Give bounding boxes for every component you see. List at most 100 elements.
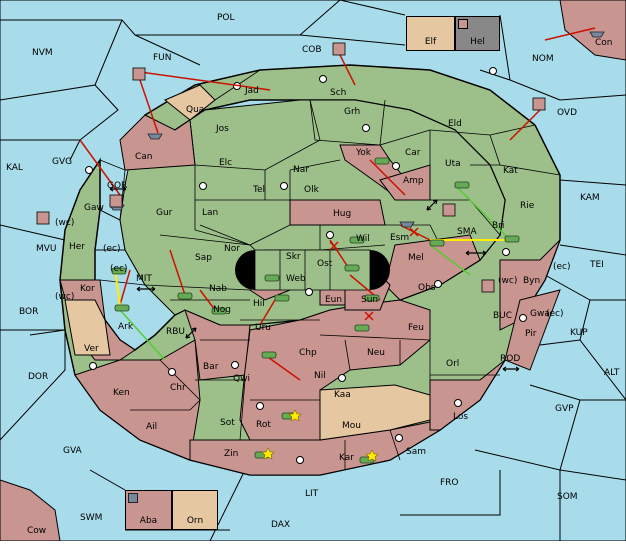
label-nab: Nab — [209, 284, 227, 294]
marker-gor[interactable] — [109, 194, 123, 208]
fleet-con[interactable] — [589, 31, 605, 38]
sc-nom[interactable] — [489, 67, 497, 75]
army-ost[interactable] — [344, 264, 360, 272]
region-pir-gwa[interactable] — [504, 289, 561, 371]
army-ark[interactable] — [114, 304, 130, 312]
label-yok: Yok — [355, 148, 372, 158]
marker-buc[interactable] — [481, 279, 495, 293]
star-zin — [261, 447, 275, 460]
army-uta[interactable] — [454, 181, 470, 189]
region-cow[interactable] — [0, 479, 61, 542]
label-hil: Hil — [253, 299, 265, 309]
marker-sma[interactable] — [442, 203, 456, 217]
sc-pir[interactable] — [519, 314, 527, 322]
label-gvg: GVG — [52, 157, 72, 167]
label-ken: Ken — [113, 388, 130, 398]
marker-cob[interactable] — [332, 42, 346, 56]
region-ver[interactable] — [64, 299, 111, 356]
label-skr: Skr — [286, 252, 301, 262]
sc-olk[interactable] — [280, 182, 288, 190]
sc-gor[interactable] — [85, 166, 93, 174]
label-bri: Bri — [492, 221, 504, 231]
label-tel: Tel — [252, 185, 265, 195]
army-sun[interactable] — [364, 294, 380, 302]
army-mel[interactable] — [429, 239, 445, 247]
army-web[interactable] — [264, 274, 280, 282]
label-dax: DAX — [271, 520, 290, 530]
support-line-mit — [114, 269, 121, 306]
marker-fun[interactable] — [132, 67, 146, 81]
army-yok[interactable] — [374, 157, 390, 165]
star-kar — [365, 449, 379, 462]
label-gvp: GVP — [555, 404, 574, 414]
sc-chr[interactable] — [168, 368, 176, 376]
fleet-esm[interactable] — [399, 221, 415, 228]
label-sun: Sun — [361, 295, 378, 305]
arrow-sch-cob — [339, 54, 356, 86]
army-wil[interactable] — [349, 236, 365, 244]
label-ark: Ark — [118, 322, 134, 332]
arrow-nog — [199, 289, 216, 311]
sc-los[interactable] — [454, 399, 462, 407]
sc-web[interactable] — [305, 288, 313, 296]
region-con[interactable] — [559, 0, 626, 61]
marker-ovd[interactable] — [532, 97, 546, 111]
arrow-to-con — [544, 27, 596, 41]
label-sam: Sam — [406, 447, 426, 457]
legend-elf: Elf — [406, 16, 455, 51]
sc-ken[interactable] — [89, 362, 97, 370]
army-mit[interactable] — [111, 267, 127, 275]
sc-grh[interactable] — [362, 124, 370, 132]
army-bri[interactable] — [504, 235, 520, 243]
hub-east — [370, 250, 390, 290]
label-bor: BOR — [19, 307, 38, 317]
marker-mvu[interactable] — [36, 211, 50, 225]
label-sma: SMA — [457, 227, 477, 237]
label-nil: Nil — [314, 371, 326, 381]
sc-bri[interactable] — [502, 248, 510, 256]
label-neu: Neu — [367, 348, 385, 358]
legend-hel-label: Hel — [470, 37, 485, 47]
label-byn: Byn — [523, 276, 540, 286]
label-wil: Wil — [356, 234, 370, 244]
sc-qwi[interactable] — [231, 361, 239, 369]
label-chp: Chp — [299, 348, 317, 358]
region-los[interactable] — [429, 359, 506, 431]
label-obs: Obs — [418, 283, 436, 293]
region-mou[interactable] — [319, 384, 431, 441]
label-orl: Orl — [446, 359, 459, 369]
stars — [261, 409, 379, 462]
label-kor-wc: (wc) — [55, 292, 74, 302]
army-feu[interactable] — [354, 324, 370, 332]
sc-sch[interactable] — [319, 75, 327, 83]
sc-yok[interactable] — [392, 162, 400, 170]
army-hil[interactable] — [274, 294, 290, 302]
tan-regions — [64, 84, 431, 441]
sc-elc[interactable] — [199, 182, 207, 190]
arrow-jad-fun — [139, 71, 271, 91]
label-mvu: MVU — [36, 244, 57, 254]
sc-wil[interactable] — [326, 231, 334, 239]
sc-obs[interactable] — [434, 280, 442, 288]
label-kor: Kor — [80, 284, 95, 294]
army-chp[interactable] — [261, 351, 277, 359]
label-jad: Jad — [244, 86, 259, 96]
sc-rot[interactable] — [256, 402, 264, 410]
army-nog[interactable] — [211, 307, 227, 315]
army-nab[interactable] — [177, 292, 193, 300]
sc-kaa[interactable] — [338, 374, 346, 382]
x-mark-sun — [364, 311, 374, 321]
legend-orn: Orn — [172, 490, 218, 530]
arrow-gor — [109, 186, 127, 192]
sc-zin[interactable] — [296, 456, 304, 464]
label-web: Web — [286, 274, 306, 284]
label-gwa: Gwa — [530, 309, 550, 319]
region-labels: POL NVM FUN COB NOM Con OVD Jad Sch Qua … — [6, 13, 620, 536]
label-esm: Esm — [390, 233, 409, 243]
legend-orn-label: Orn — [186, 516, 204, 526]
fleet-can[interactable] — [147, 133, 163, 140]
label-feu: Feu — [408, 323, 424, 333]
sc-sam[interactable] — [395, 434, 403, 442]
move-line-mel-obs — [429, 244, 471, 276]
